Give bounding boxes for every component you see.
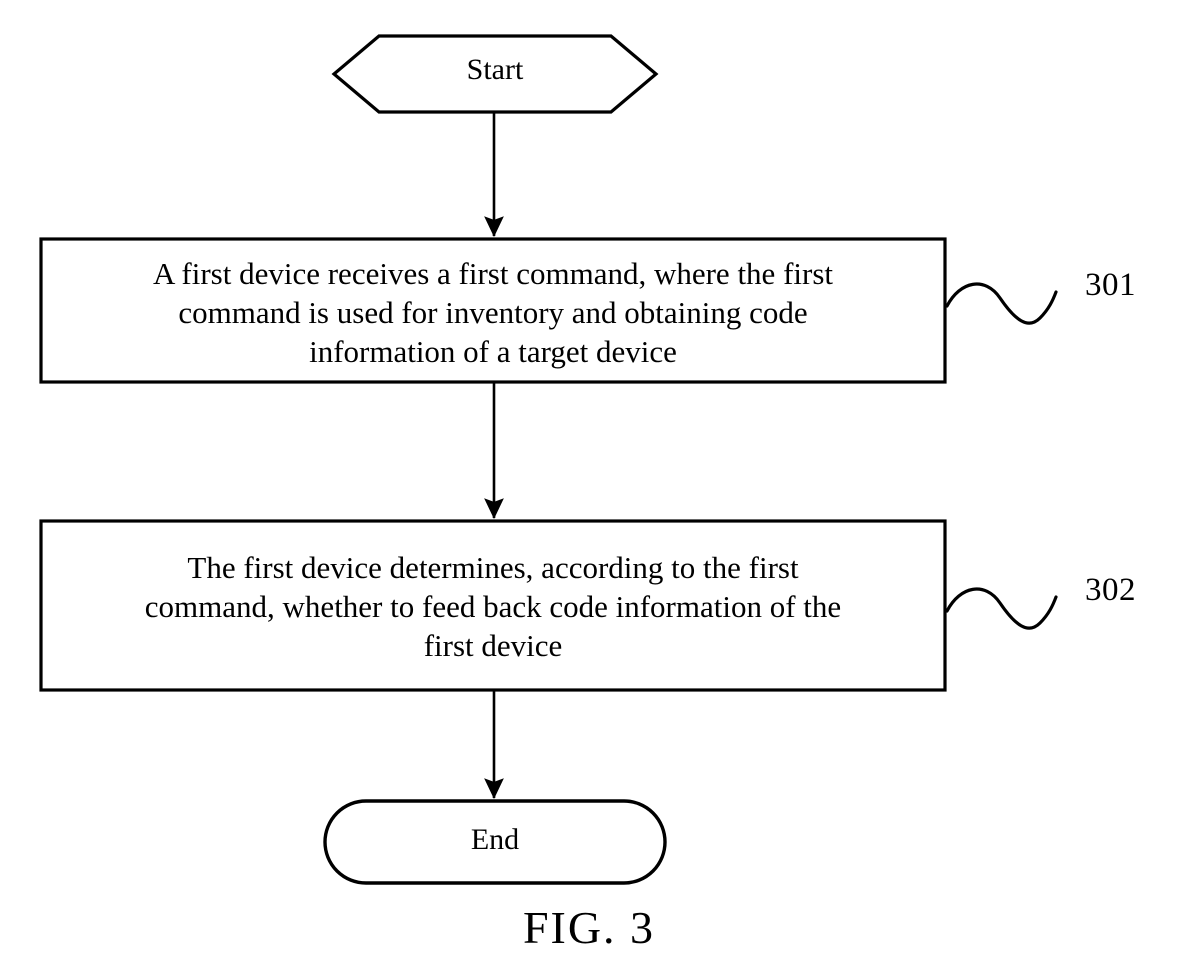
reference-number-301: 301 — [1085, 267, 1136, 303]
process-302-line-1: The first device determines, according t… — [187, 550, 799, 585]
process-301-label: A first device receives a first command,… — [55, 255, 931, 371]
process-301-line-2: command is used for inventory and obtain… — [178, 294, 808, 330]
reference-number-302: 302 — [1085, 572, 1136, 608]
end-node-label: End — [470, 823, 520, 856]
figure-caption: FIG. 3 — [522, 902, 656, 953]
process-302-line-3: first device — [423, 627, 563, 663]
process-box-302 — [39, 519, 947, 692]
end-stadium — [323, 799, 667, 885]
process-301-line-1: A first device receives a first command,… — [152, 256, 834, 291]
start-hexagon — [331, 34, 659, 114]
process-302-line-2: command, whether to feed back code infor… — [144, 588, 842, 624]
process-302-label: The first device determines, according t… — [55, 549, 931, 665]
process-301-line-3: information of a target device — [309, 333, 677, 369]
leader-line-302 — [945, 587, 1058, 630]
process-box-301 — [39, 237, 947, 384]
leader-line-301 — [945, 282, 1058, 325]
start-node-label: Start — [466, 53, 524, 86]
